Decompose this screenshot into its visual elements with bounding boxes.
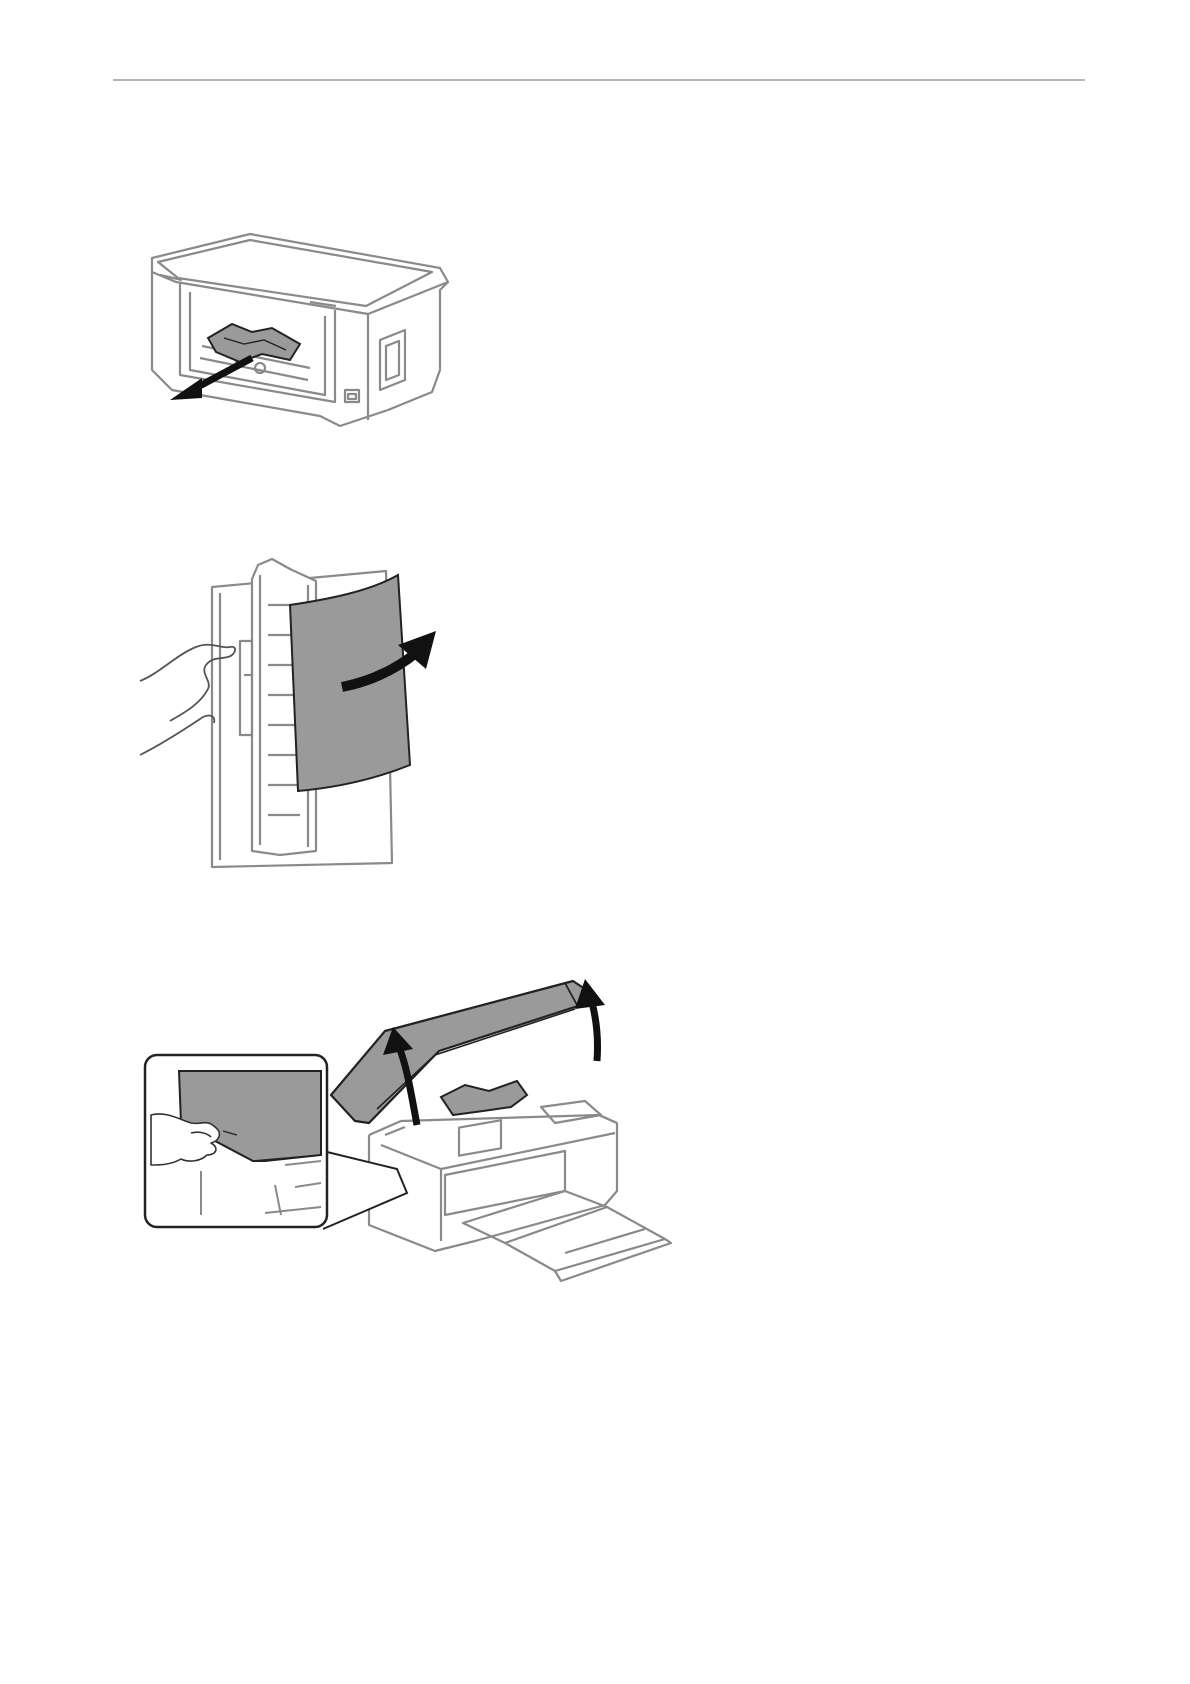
jammed-paper-icon (441, 1081, 527, 1115)
header-rule (113, 79, 1085, 81)
printer-rear-jam-illustration (140, 220, 470, 470)
jammed-paper-icon (208, 324, 300, 362)
scanner-lid-outline (152, 234, 448, 314)
printer-base-outline (369, 1115, 617, 1251)
rear-cover-paper-removal-illustration (140, 555, 480, 880)
open-scanner-unit-illustration (145, 1015, 720, 1340)
inset-detail-box (145, 1055, 327, 1227)
